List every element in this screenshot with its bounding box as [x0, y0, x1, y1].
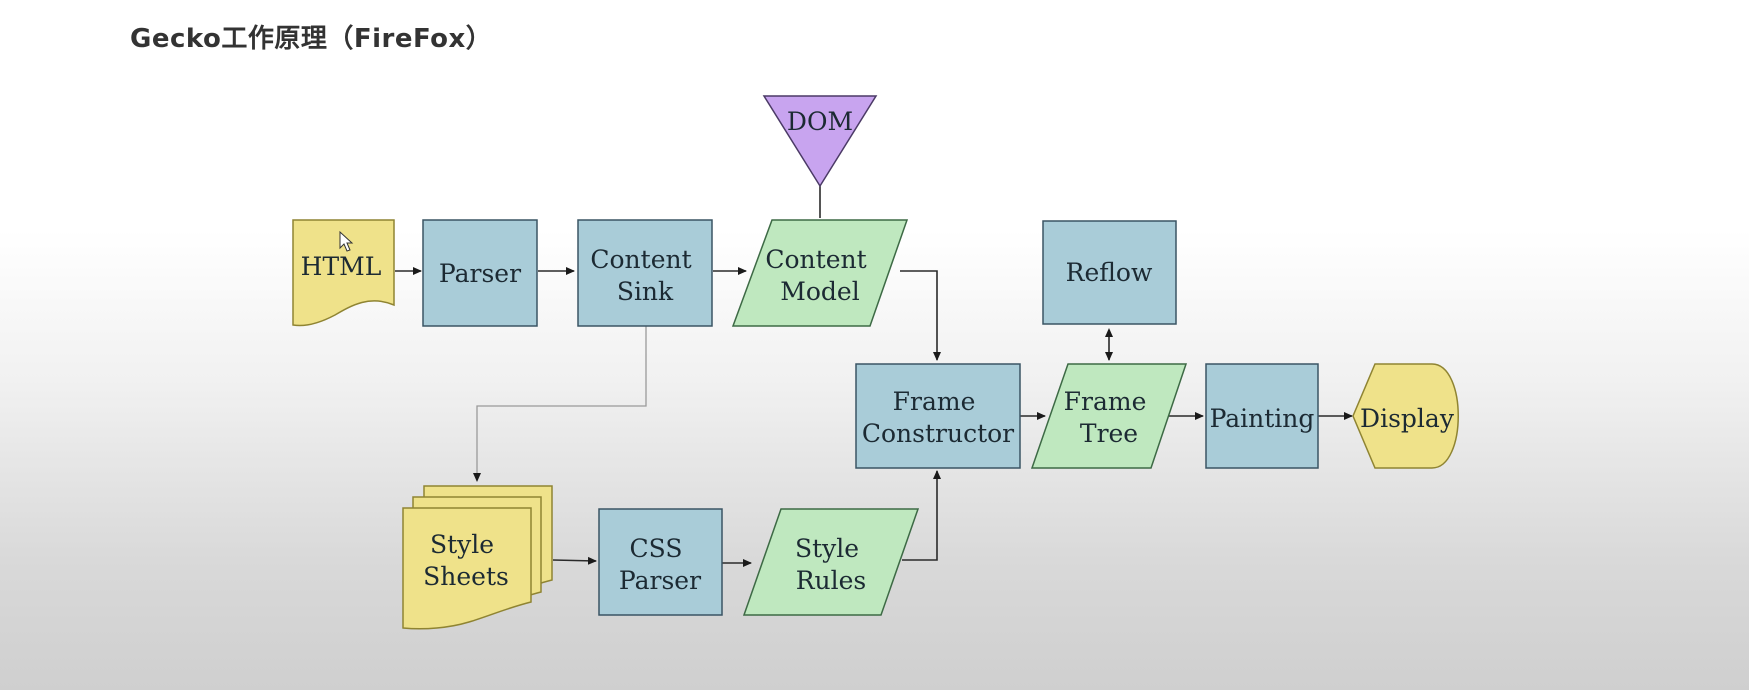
- css-parser-label: CSS Parser: [619, 534, 701, 595]
- edge-content-model-frame-constructor: [900, 270, 941, 361]
- content-model-label-line-1: Content: [765, 245, 866, 274]
- edge-content-sink-style-sheets: [473, 326, 647, 482]
- frame-tree-label: Frame Tree: [1064, 387, 1155, 448]
- node-reflow: Reflow: [1042, 220, 1177, 325]
- edge-style-sheets-css-parser: [552, 556, 597, 565]
- node-frame-tree: Frame Tree: [1030, 363, 1188, 469]
- content-model-label-line-2: Model: [780, 277, 859, 306]
- style-sheets-label: Style Sheets: [423, 530, 509, 591]
- node-frame-constructor: Frame Constructor: [855, 363, 1021, 469]
- frame-constructor-box: [855, 363, 1021, 469]
- node-display: Display: [1352, 363, 1459, 469]
- html-document-shape: [292, 219, 395, 327]
- node-css-parser: CSS Parser: [598, 508, 723, 616]
- frame-constructor-label-line-1: Frame: [893, 387, 976, 416]
- style-rules-label-line-2: Rules: [796, 566, 867, 595]
- display-label: Display: [1360, 404, 1455, 433]
- node-content-model: Content Model: [731, 219, 909, 327]
- edge-style-rules-frame-constructor: [902, 470, 941, 561]
- frame-constructor-label-line-2: Constructor: [862, 419, 1014, 448]
- style-sheets-front-page: [402, 507, 532, 630]
- style-sheets-label-line-1: Style: [430, 530, 494, 559]
- style-rules-label-line-1: Style: [795, 534, 859, 563]
- node-style-rules: Style Rules: [742, 508, 920, 616]
- page-title: Gecko工作原理（FireFox）: [130, 24, 493, 54]
- html-label: HTML: [301, 252, 382, 281]
- node-parser: Parser: [422, 219, 538, 327]
- parser-label: Parser: [439, 259, 521, 288]
- content-sink-label-line-2: Sink: [617, 277, 674, 306]
- edges: [395, 186, 1353, 567]
- style-rules-shape: [742, 508, 920, 616]
- display-shape: [1352, 363, 1459, 469]
- painting-box: [1205, 363, 1319, 469]
- content-sink-label: Content Sink: [590, 245, 699, 306]
- reflow-label: Reflow: [1066, 258, 1153, 287]
- style-sheets-label-line-2: Sheets: [423, 562, 509, 591]
- content-sink-box: [577, 219, 713, 327]
- node-dom: DOM: [762, 95, 878, 188]
- css-parser-label-line-2: Parser: [619, 566, 701, 595]
- reflow-box: [1042, 220, 1177, 325]
- parser-box: [422, 219, 538, 327]
- frame-tree-label-line-1: Frame: [1064, 387, 1147, 416]
- frame-tree-label-line-2: Tree: [1080, 419, 1138, 448]
- painting-label: Painting: [1210, 404, 1315, 433]
- content-sink-label-line-1: Content: [590, 245, 691, 274]
- css-parser-label-line-1: CSS: [630, 534, 683, 563]
- style-rules-label: Style Rules: [795, 534, 867, 595]
- frame-tree-shape: [1030, 363, 1188, 469]
- content-model-shape: [731, 219, 909, 327]
- dom-triangle: [762, 95, 878, 188]
- mouse-cursor-icon: [339, 230, 354, 252]
- node-style-sheets: Style Sheets: [402, 485, 553, 630]
- node-html: HTML: [292, 219, 395, 327]
- css-parser-box: [598, 508, 723, 616]
- node-painting: Painting: [1205, 363, 1319, 469]
- content-model-label: Content Model: [765, 245, 874, 306]
- frame-constructor-label: Frame Constructor: [862, 387, 1014, 448]
- dom-label: DOM: [787, 107, 853, 136]
- node-content-sink: Content Sink: [577, 219, 713, 327]
